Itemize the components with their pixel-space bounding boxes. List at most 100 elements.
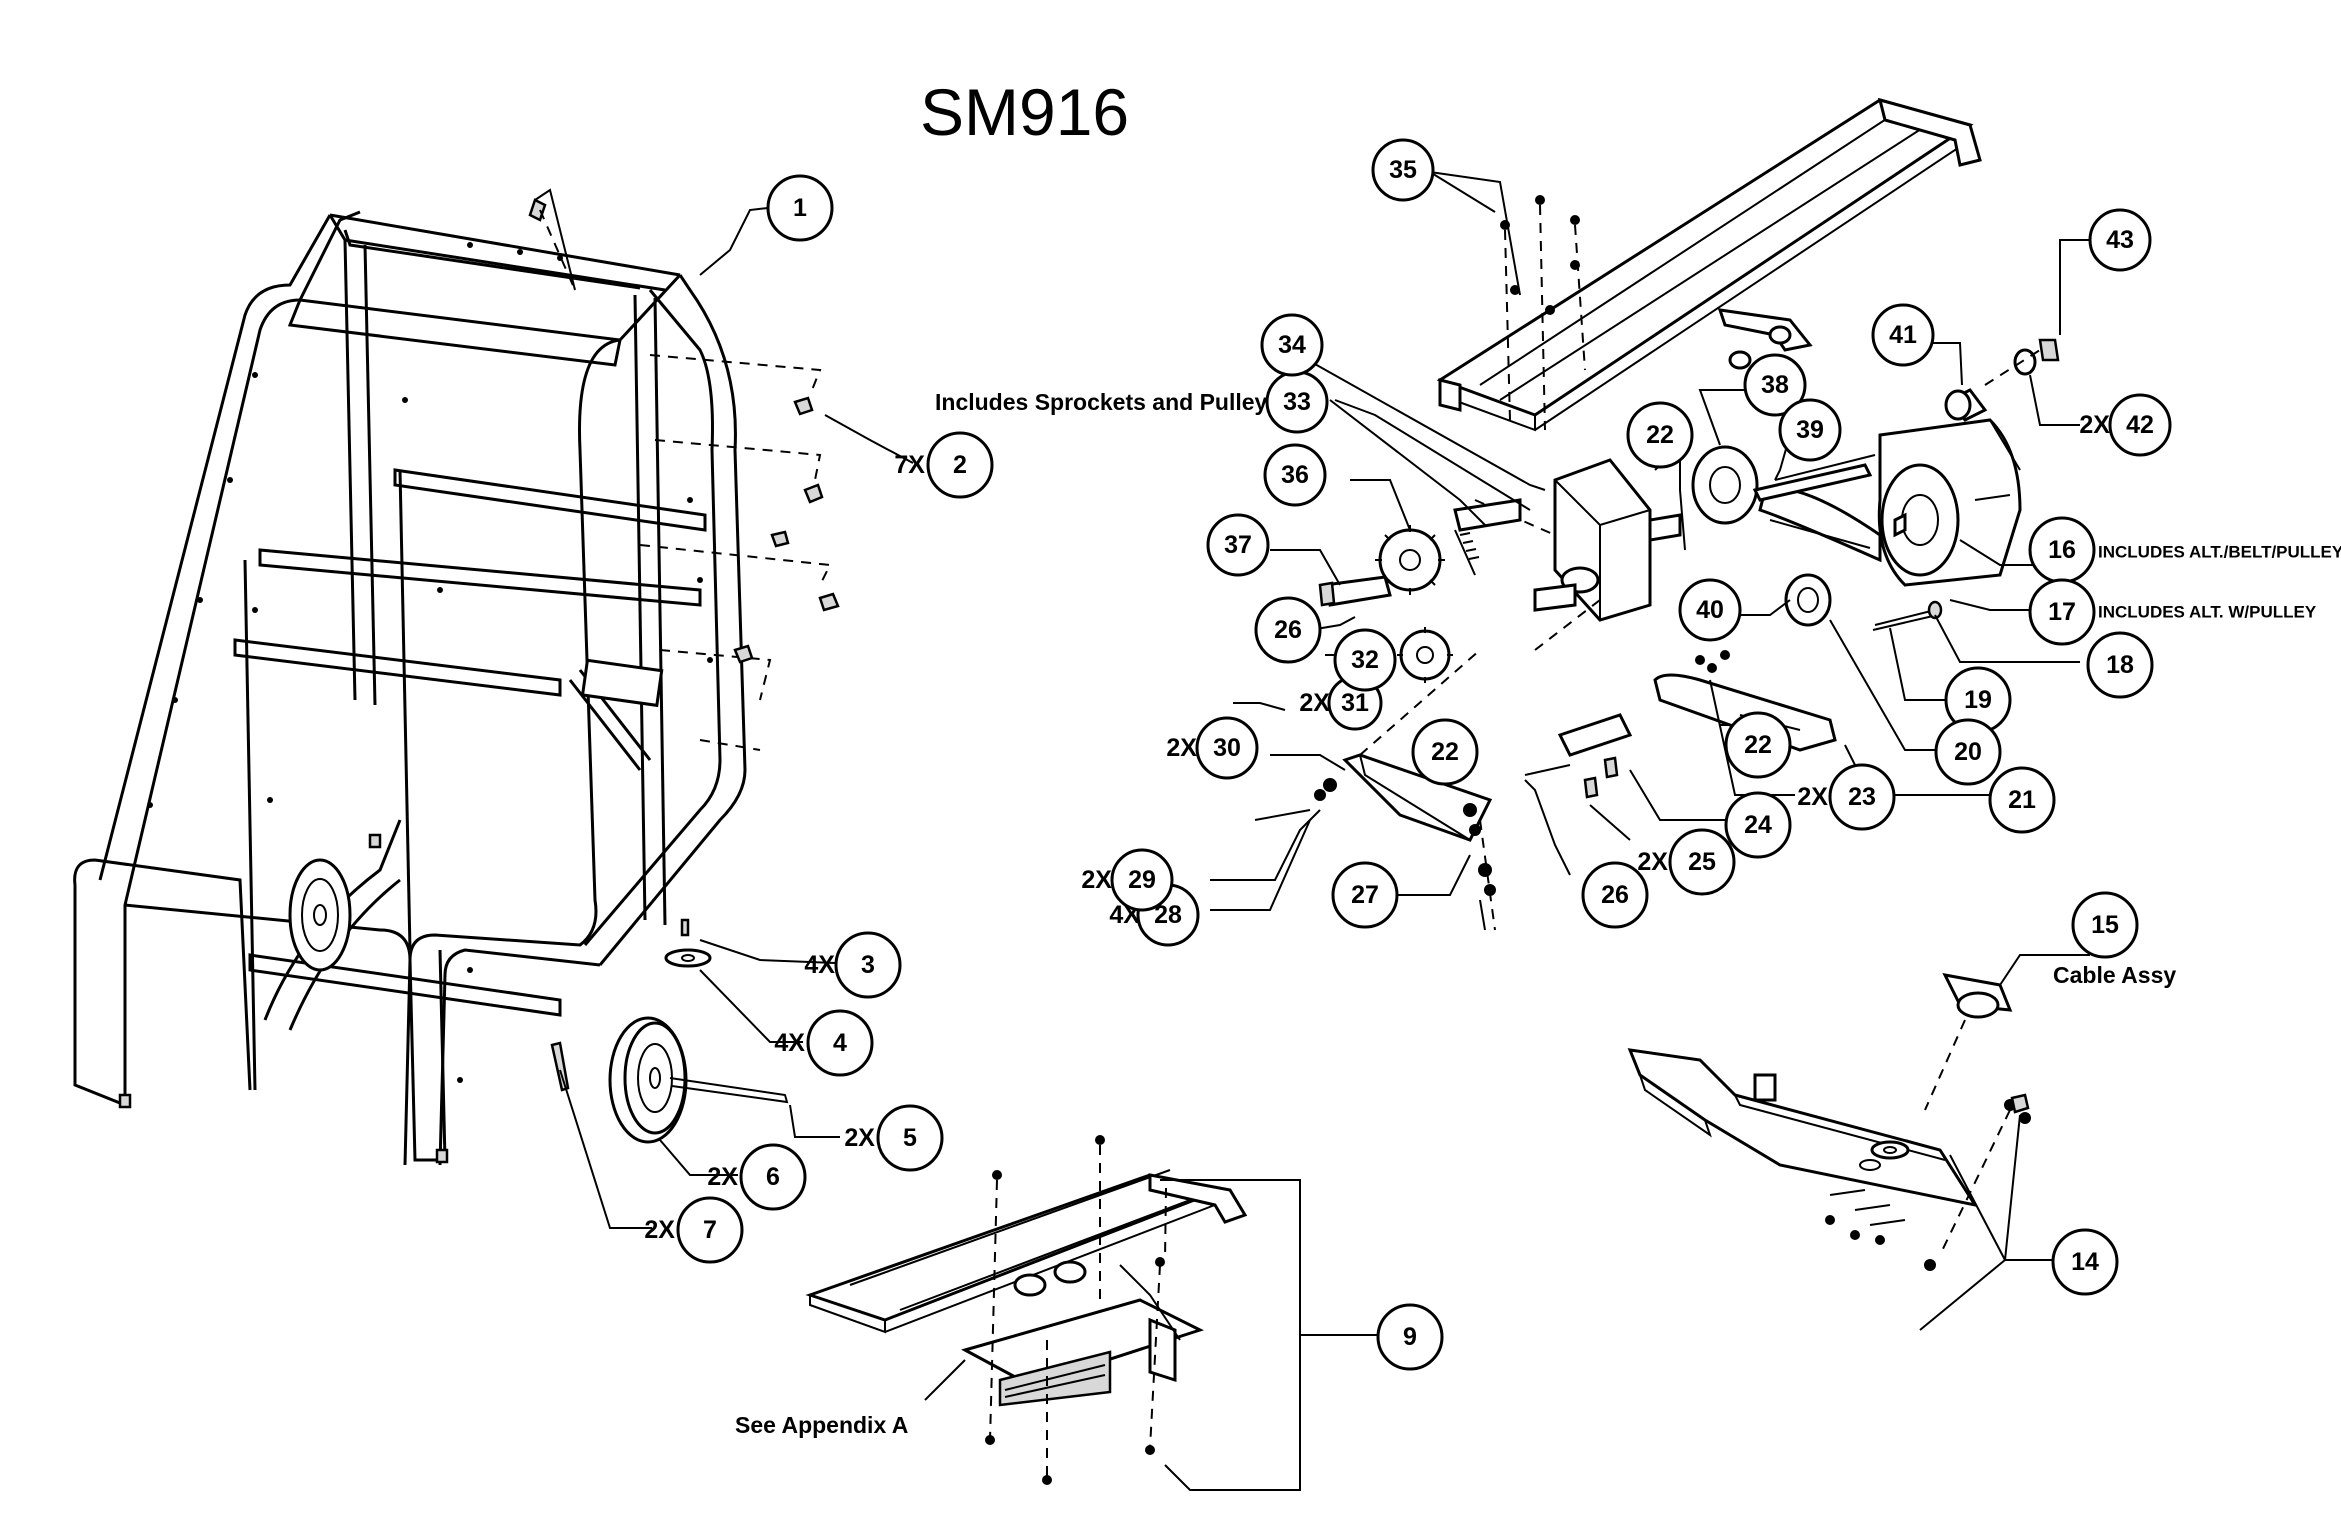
callout-22b: 22: [1724, 711, 1792, 779]
callout-42: 2X 42: [2079, 393, 2172, 457]
svg-text:43: 43: [2106, 226, 2134, 254]
svg-text:17: 17: [2048, 598, 2076, 626]
svg-text:27: 27: [1351, 881, 1379, 909]
svg-text:16: 16: [2048, 536, 2076, 564]
note-cable-assy: Cable Assy: [2053, 962, 2176, 988]
part-3-4-washer: [664, 918, 712, 968]
svg-text:42: 42: [2126, 411, 2154, 439]
svg-text:33: 33: [1283, 388, 1311, 416]
svg-text:40: 40: [1696, 596, 1724, 624]
svg-text:26: 26: [1274, 616, 1302, 644]
svg-text:35: 35: [1389, 156, 1417, 184]
callout-22c: 22: [1411, 718, 1479, 786]
svg-text:25: 25: [1688, 848, 1716, 876]
callout-24: 24: [1724, 791, 1792, 859]
svg-text:22: 22: [1646, 421, 1674, 449]
belt-pulley-drawing: [1691, 338, 2060, 631]
svg-text:2X: 2X: [1081, 866, 1112, 894]
callout-26b: 26: [1581, 861, 1649, 929]
svg-text:6: 6: [766, 1163, 780, 1191]
callout-18: 18: [2086, 631, 2154, 699]
part-5-6-7-wheel-assembly: [550, 1016, 789, 1144]
callout-38: 38: [1743, 353, 1807, 417]
callout-39: 39: [1778, 398, 1842, 462]
svg-text:37: 37: [1224, 531, 1252, 559]
callout-1: 1: [766, 174, 834, 242]
callout-22a: 22: [1626, 401, 1694, 469]
part-2-screws: [639, 354, 840, 751]
gearbox-drawing: [1474, 458, 1682, 651]
callout-9: 9: [1376, 1303, 1444, 1371]
svg-text:14: 14: [2071, 1248, 2099, 1276]
callout-2: 7X 2: [894, 431, 994, 499]
callout-25: 2X 25: [1637, 828, 1736, 896]
svg-text:19: 19: [1964, 686, 1992, 714]
svg-text:4X: 4X: [804, 951, 835, 979]
svg-text:18: 18: [2106, 651, 2134, 679]
svg-text:29: 29: [1128, 866, 1156, 894]
callout-40: 40: [1678, 578, 1742, 642]
svg-text:7X: 7X: [894, 451, 925, 479]
diagram-title: SM916: [920, 75, 1129, 149]
callout-15: 15: [2071, 891, 2139, 959]
svg-text:5: 5: [903, 1124, 917, 1152]
callout-43: 43: [2088, 208, 2152, 272]
callout-35: 35: [1371, 138, 1435, 202]
main-frame-drawing: [73, 188, 747, 1166]
panel-14-15-drawing: [1627, 972, 2031, 1271]
callout-33: 33: [1265, 370, 1329, 434]
svg-text:30: 30: [1213, 734, 1241, 762]
svg-text:39: 39: [1796, 416, 1824, 444]
svg-text:36: 36: [1281, 461, 1309, 489]
guard-27-drawing: [1254, 649, 1496, 931]
leader-lines: [559, 171, 2100, 1491]
part-9-bracket-drawing: [805, 1135, 1248, 1485]
note-alt-belt-pulleys: INCLUDES ALT./BELT/PULLEYS: [2098, 543, 2341, 562]
callout-21: 21: [1988, 766, 2056, 834]
svg-text:4X: 4X: [774, 1029, 805, 1057]
callout-34: 34: [1260, 313, 1324, 377]
svg-text:2X: 2X: [644, 1216, 675, 1244]
svg-text:20: 20: [1954, 738, 1982, 766]
svg-text:24: 24: [1744, 811, 1772, 839]
svg-text:21: 21: [2008, 786, 2036, 814]
callout-32: 32: [1333, 628, 1397, 692]
svg-text:2X: 2X: [1797, 783, 1828, 811]
bracket-23-24-drawing: [1524, 650, 1837, 799]
callout-29: 2X 29: [1081, 848, 1174, 912]
note-sprockets-pulley: Includes Sprockets and Pulley: [935, 389, 1268, 415]
svg-text:2X: 2X: [844, 1124, 875, 1152]
callout-17: 17: [2028, 578, 2096, 646]
svg-text:1: 1: [793, 194, 807, 222]
svg-text:2X: 2X: [1166, 734, 1197, 762]
svg-text:15: 15: [2091, 911, 2119, 939]
svg-text:2X: 2X: [1299, 689, 1330, 717]
svg-text:4: 4: [833, 1029, 847, 1057]
callout-36: 36: [1263, 443, 1327, 507]
callout-20: 20: [1934, 718, 2002, 786]
svg-text:22: 22: [1744, 731, 1772, 759]
svg-text:32: 32: [1351, 646, 1379, 674]
drive-rail-drawing: [1436, 97, 1982, 432]
callout-4: 4X 4: [774, 1009, 874, 1077]
note-alt-pulley: INCLUDES ALT. W/PULLEY: [2098, 603, 2317, 622]
callout-30: 2X 30: [1166, 716, 1259, 780]
callout-27: 27: [1331, 861, 1399, 929]
svg-text:22: 22: [1431, 738, 1459, 766]
svg-text:2X: 2X: [1637, 848, 1668, 876]
callout-41: 41: [1871, 303, 1935, 367]
callout-14: 14: [2051, 1228, 2119, 1296]
note-appendix-a: See Appendix A: [735, 1412, 908, 1438]
svg-text:41: 41: [1889, 321, 1917, 349]
svg-text:34: 34: [1278, 331, 1306, 359]
svg-text:2X: 2X: [2079, 411, 2110, 439]
callout-7: 2X 7: [644, 1196, 744, 1264]
svg-text:38: 38: [1761, 371, 1789, 399]
svg-text:2: 2: [953, 451, 967, 479]
svg-text:7: 7: [703, 1216, 717, 1244]
